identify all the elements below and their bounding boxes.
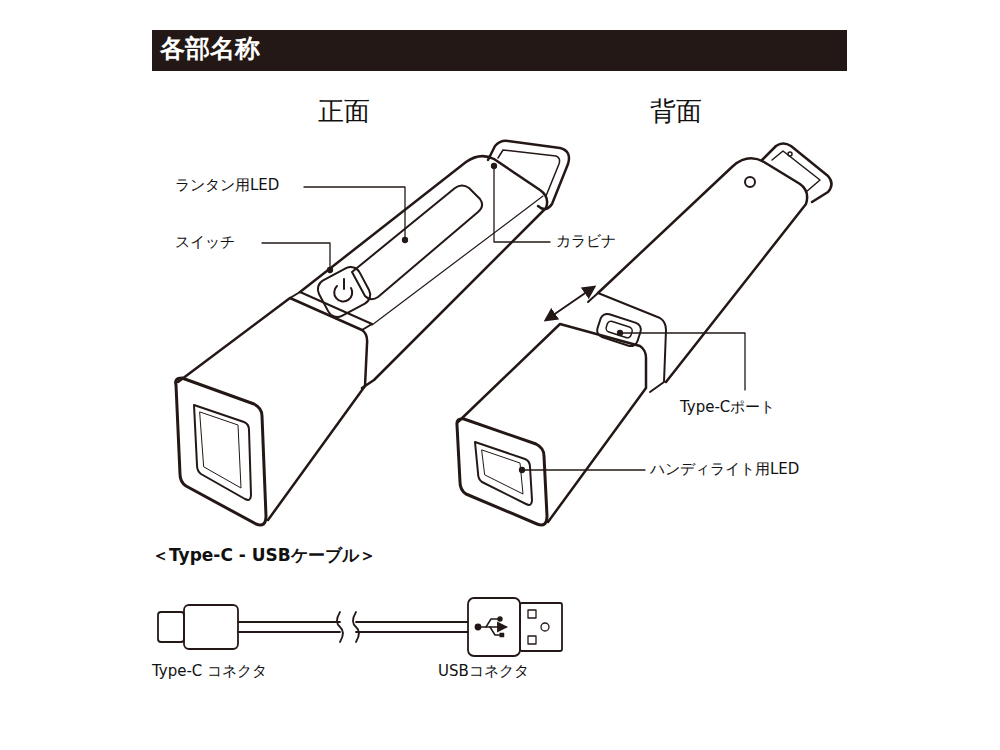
section-title: 各部名称: [160, 34, 260, 64]
usb-cable: [158, 598, 562, 656]
back-flashlight: [457, 144, 832, 526]
part-name: カラビナ: [556, 232, 616, 250]
cable-heading: ＜Type-C - USBケーブル＞: [152, 545, 376, 565]
connector-name: USBコネクタ: [438, 662, 529, 680]
part-name: Type-Cポート: [680, 398, 775, 416]
view-heading: 背面: [650, 96, 702, 127]
view-heading: 正面: [318, 96, 370, 127]
part-name: スイッチ: [175, 233, 235, 251]
connector-name: Type-C コネクタ: [152, 662, 267, 680]
part-name: ランタン用LED: [175, 176, 279, 194]
front-flashlight: [176, 141, 569, 525]
leader-lines: [262, 164, 745, 473]
part-name: ハンディライト用LED: [650, 460, 799, 478]
